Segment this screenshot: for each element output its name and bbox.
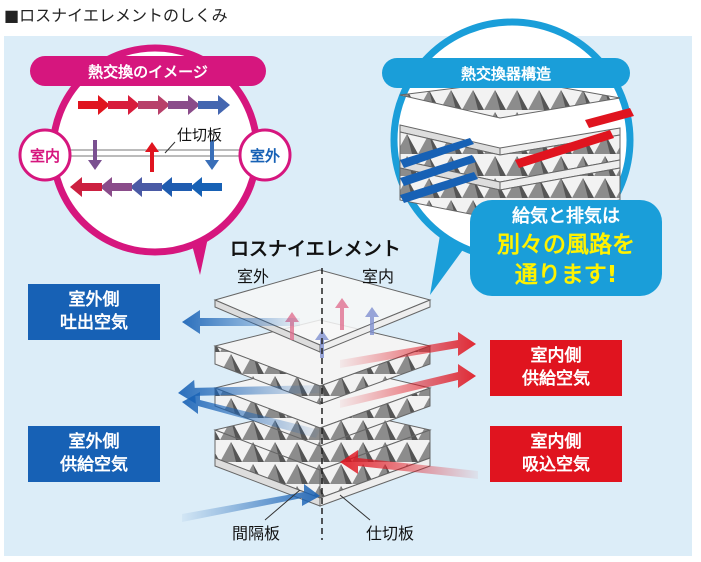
spacer-plate-label: 間隔板 xyxy=(232,524,281,543)
element-stack xyxy=(178,268,478,540)
structure-title: 熱交換器構造 xyxy=(461,65,551,83)
outdoor-supply-line-1: 室外側 xyxy=(68,432,120,452)
outdoor-exhaust-box: 室外側 吐出空気 xyxy=(28,284,160,340)
callout-line-3: 通ります! xyxy=(514,262,618,288)
indoor-supply-line-2: 供給空気 xyxy=(522,369,590,389)
structure-callout: 給気と排気は 別々の風路を 通ります! xyxy=(470,204,662,290)
indoor-supply-line-1: 室内側 xyxy=(530,346,582,366)
outdoor-supply-box: 室外側 供給空気 xyxy=(28,426,160,482)
partition-plate-label: 仕切板 xyxy=(366,524,415,543)
indoor-supply-box: 室内側 供給空気 xyxy=(490,340,622,396)
indoor-intake-box: 室内側 吸込空気 xyxy=(490,426,622,482)
element-outdoor-label: 室外 xyxy=(237,267,270,286)
indoor-intake-line-2: 吸込空気 xyxy=(522,455,590,475)
indoor-intake-line-1: 室内側 xyxy=(530,432,582,452)
heat-exchange-bubble xyxy=(18,44,292,275)
bubble-partition-label: 仕切板 xyxy=(177,126,222,144)
incoming-arrows xyxy=(70,177,222,197)
outdoor-supply-line-2: 供給空気 xyxy=(60,455,128,475)
outgoing-arrows xyxy=(78,95,230,115)
element-indoor-label: 室内 xyxy=(362,267,395,286)
structure-bubble xyxy=(382,18,662,296)
element-title: ロスナイエレメント xyxy=(230,238,401,260)
callout-line-1: 給気と排気は xyxy=(512,206,620,227)
bubble-indoor-label: 室内 xyxy=(30,147,60,165)
bubble-outdoor-label: 室外 xyxy=(250,147,280,165)
outdoor-exhaust-line-2: 吐出空気 xyxy=(60,313,128,333)
page-heading: ■ロスナイエレメントのしくみ xyxy=(4,6,228,25)
callout-line-2: 別々の風路を xyxy=(497,232,635,258)
heat-exchange-title: 熱交換のイメージ xyxy=(88,63,208,81)
outdoor-exhaust-line-1: 室外側 xyxy=(68,290,120,310)
